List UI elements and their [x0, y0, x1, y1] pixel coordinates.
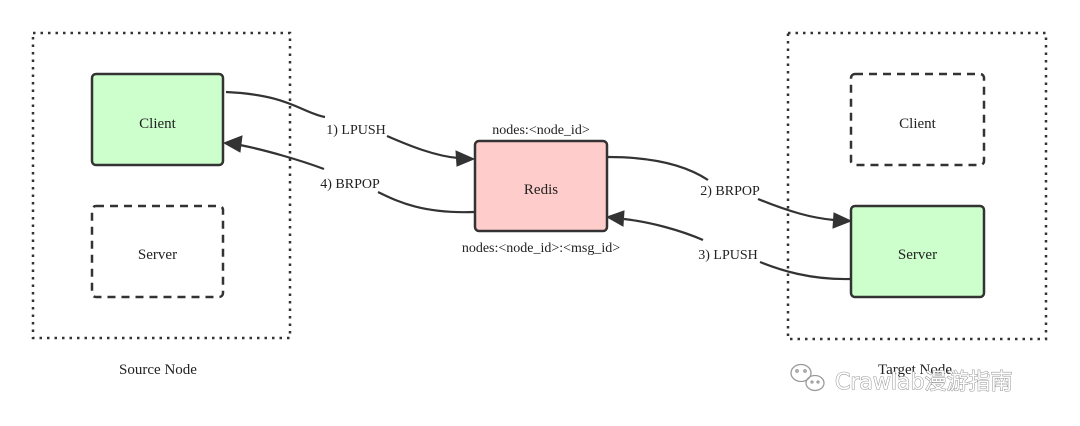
source-client-label: Client: [139, 116, 176, 132]
source-server-label: Server: [138, 247, 177, 263]
target-node-frame: [786, 31, 1048, 341]
target-server-label: Server: [898, 247, 937, 263]
target-server-box: [849, 204, 986, 299]
edges: 1) LPUSH 4) BRPOP 2) BRPOP 3) LPUSH: [222, 90, 853, 281]
redis-key-top: nodes:<node_id>: [492, 123, 590, 138]
arrowhead-to-target-server: [832, 212, 853, 229]
source-node-group: Source Node: [31, 31, 292, 378]
edge-brpop-redis-to-target: [607, 155, 835, 222]
target-client-node: Client: [849, 72, 986, 167]
redis-node: Redis nodes:<node_id> nodes:<node_id>:<m…: [462, 123, 620, 256]
edge-label-4: 4) BRPOP: [320, 177, 380, 192]
source-server-box: [90, 204, 225, 299]
redis-box: [473, 139, 609, 233]
source-client-box: [90, 72, 225, 167]
edge-lpush-target-to-redis: [623, 217, 852, 281]
redis-key-bottom: nodes:<node_id>:<msg_id>: [462, 241, 620, 256]
arrowhead-to-redis-1: [455, 150, 476, 167]
edge-brpop-redis-to-source: [239, 143, 475, 214]
target-client-box: [849, 72, 986, 167]
source-client-node: Client: [90, 72, 225, 167]
edge-label-2: 2) BRPOP: [700, 184, 760, 199]
redis-label: Redis: [524, 182, 558, 198]
edge-label-3: 3) LPUSH: [698, 248, 758, 263]
edge-label-1: 1) LPUSH: [326, 123, 386, 138]
arrowhead-to-source-client: [222, 135, 243, 153]
source-node-frame: [31, 31, 292, 340]
wechat-icon: [790, 363, 825, 392]
target-node-label: Target Node: [878, 362, 952, 378]
arrowhead-to-redis-3: [605, 210, 625, 227]
watermark-text: Crawlab漫游指南: [835, 370, 1012, 395]
source-node-label: Source Node: [119, 362, 197, 378]
target-node-group: Target Node: [786, 31, 1048, 378]
target-server-node: Server: [849, 204, 986, 299]
target-client-label: Client: [899, 116, 936, 132]
watermark: Crawlab漫游指南: [790, 363, 1013, 396]
edge-lpush-source-to-redis: [225, 90, 459, 160]
source-server-node: Server: [90, 204, 225, 299]
